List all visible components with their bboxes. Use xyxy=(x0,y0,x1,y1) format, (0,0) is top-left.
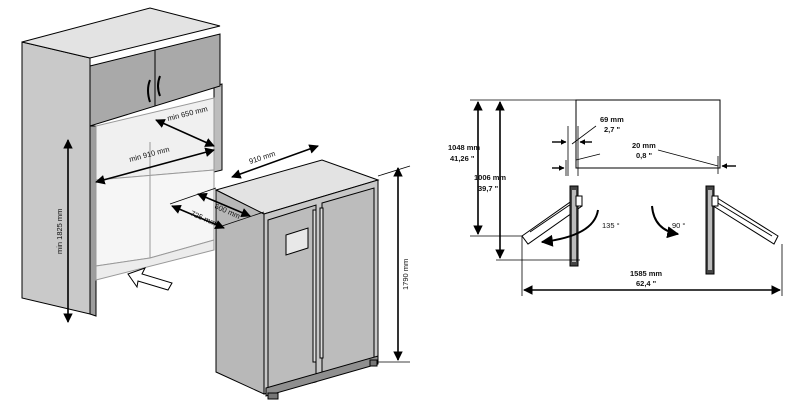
label-fridge-height: 1790 mm xyxy=(401,259,410,290)
label-h1: 1048 mm xyxy=(448,143,480,152)
niche-cabinet xyxy=(21,7,223,317)
label-h1-in: 41,26 " xyxy=(450,154,475,163)
label-angle-left: 135 ° xyxy=(602,221,620,230)
label-width: 1585 mm xyxy=(630,269,662,278)
label-gap-left-in: 2,7 " xyxy=(604,125,621,134)
label-gap-right: 20 mm xyxy=(632,141,656,150)
label-width-in: 62,4 " xyxy=(636,279,657,288)
label-angle-right: 90 ° xyxy=(672,221,685,230)
label-gap-left: 69 mm xyxy=(600,115,624,124)
label-h2-in: 39,7 " xyxy=(478,184,499,193)
refrigerator xyxy=(214,159,380,400)
water-dispenser xyxy=(285,227,309,256)
insertion-arrow xyxy=(127,267,173,291)
right-door xyxy=(705,185,779,275)
top-view-fridge xyxy=(575,99,721,169)
label-gap-right-in: 0,8 " xyxy=(636,151,653,160)
left-door xyxy=(521,185,583,267)
label-cab-height: min 1825 mm xyxy=(55,209,64,254)
label-h2: 1006 mm xyxy=(474,173,506,182)
